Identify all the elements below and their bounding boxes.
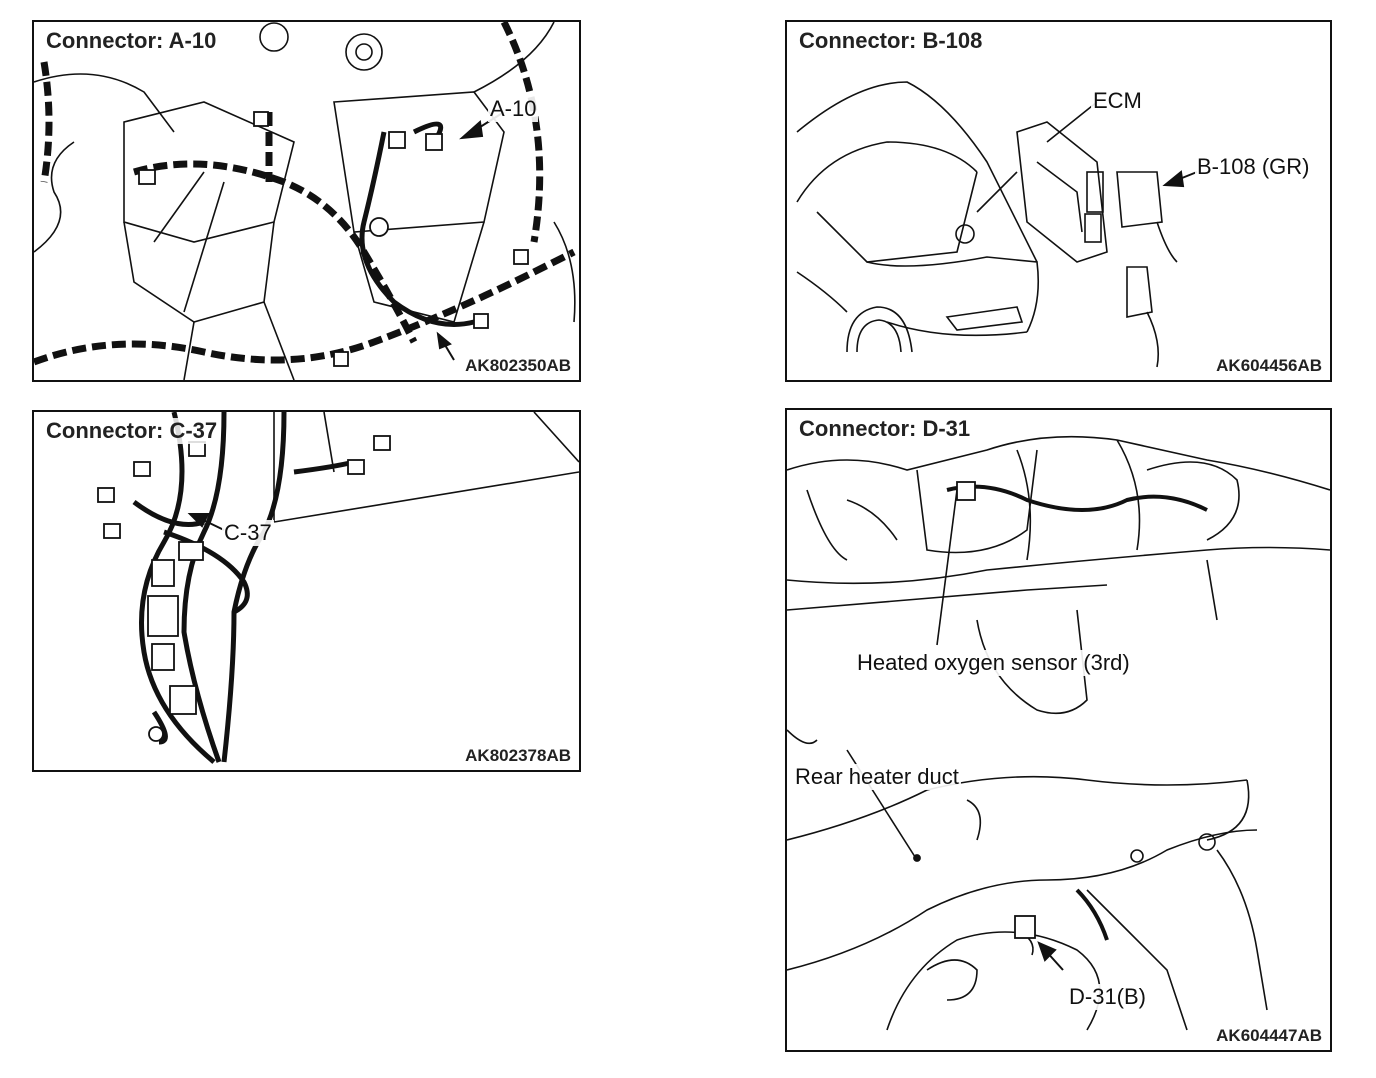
vehicle-ecm-illustration [796,81,1198,368]
harness-illustration [97,412,579,764]
connector-callout-label: D-31(B) [1067,984,1149,1010]
panel-title: Connector: B-108 [797,28,985,54]
figure-code: AK802378AB [463,746,573,766]
figure-code: AK604456AB [1214,356,1324,376]
panel-title: Connector: C-37 [44,418,220,444]
connector-callout-label: C-37 [222,520,274,546]
rear-heater-duct-label: Rear heater duct [793,764,961,790]
panel-title: Connector: D-31 [797,416,973,442]
engine-bay-illustration [34,22,576,380]
figure-code: AK802350AB [463,356,573,376]
connector-callout-label: A-10 [488,96,539,122]
underbody-illustration [787,435,1330,1031]
connector-a10-panel: Connector: A-10 A-10 AK802350AB [32,20,581,382]
connector-d31-panel: Connector: D-31 Heated oxygen sensor (3r… [785,408,1332,1052]
heated-oxygen-sensor-label: Heated oxygen sensor (3rd) [855,650,1132,676]
connector-callout-label: B-108 (GR) [1195,154,1312,180]
figure-code: AK604447AB [1214,1026,1324,1046]
ecm-label: ECM [1091,88,1144,114]
connector-b108-panel: Connector: B-108 ECM B-108 (GR) AK604456… [785,20,1332,382]
connector-c37-panel: Connector: C-37 C-37 AK802378AB [32,410,581,772]
panel-title: Connector: A-10 [44,28,219,54]
